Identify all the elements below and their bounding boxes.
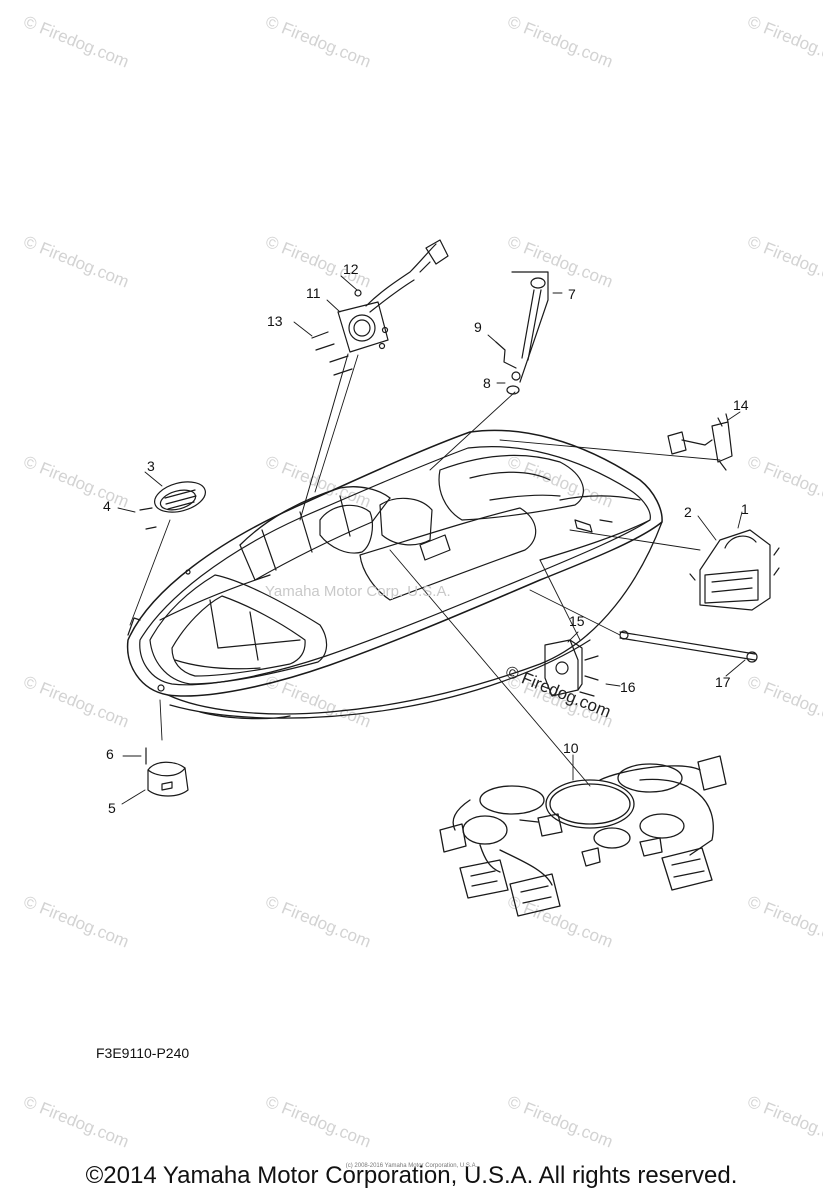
drawing-code: F3E9110-P240 (96, 1045, 190, 1061)
leader-lines (117, 275, 746, 805)
callout-12: 12 (343, 261, 359, 277)
callout-13: 13 (267, 313, 283, 329)
part-sensor-14 (667, 413, 733, 471)
callout-11: 11 (306, 285, 321, 301)
yamaha-overlay-watermark: Yamaha Motor Corp. U.S.A. (265, 583, 451, 600)
callout-9: 9 (474, 319, 482, 335)
part-bracket-1-2 (689, 529, 780, 611)
callout-4: 4 (103, 498, 111, 514)
copyright-footer: ©2014 Yamaha Motor Corporation, U.S.A. A… (85, 1162, 738, 1189)
callout-15: 15 (569, 613, 585, 629)
callout-5: 5 (108, 800, 116, 816)
callout-16: 16 (620, 679, 636, 695)
part-rod-17 (619, 630, 758, 663)
small-credit-text: (c) 2008-2016 Yamaha Motor Corporation, … (345, 1163, 478, 1169)
callout-7: 7 (568, 286, 576, 302)
part-fuel-fill-7-9 (495, 271, 549, 395)
callout-8: 8 (483, 375, 491, 391)
callout-2: 2 (684, 504, 692, 520)
callout-6: 6 (106, 746, 114, 762)
part-light-5-6 (145, 747, 189, 797)
callout-3: 3 (147, 458, 155, 474)
callout-14: 14 (733, 397, 749, 413)
part-cover-plate-11-13 (299, 239, 449, 521)
part-wire-harness-10 (439, 755, 727, 917)
callout-17: 17 (715, 674, 731, 690)
part-vent-3-4 (139, 481, 206, 530)
callout-10: 10 (563, 740, 579, 756)
hull (126, 429, 663, 720)
callout-1: 1 (741, 501, 749, 517)
